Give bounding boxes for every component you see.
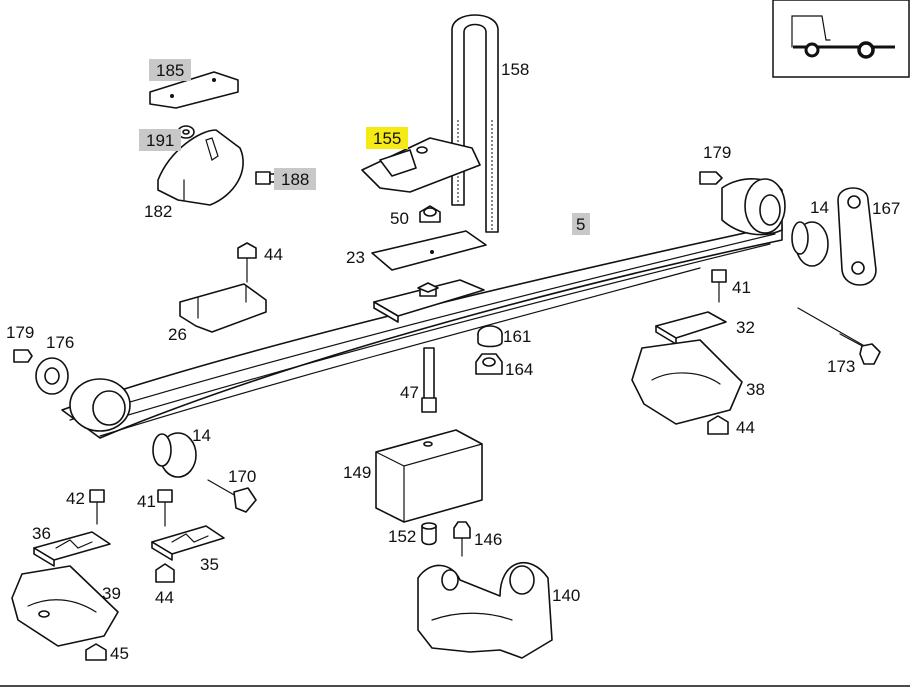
tag-185-bg — [149, 59, 191, 81]
label-38[interactable]: 38 — [746, 380, 765, 399]
label-173[interactable]: 173 — [827, 357, 855, 376]
bolt-41-right[interactable] — [711, 269, 727, 303]
label-26[interactable]: 26 — [168, 325, 187, 344]
label-44-right[interactable]: 44 — [736, 418, 755, 437]
tag-191-bg — [139, 129, 181, 151]
spring-pad-23[interactable] — [371, 230, 487, 323]
label-140[interactable]: 140 — [552, 586, 580, 605]
bracket-39[interactable] — [11, 565, 119, 647]
u-bolt-158[interactable] — [451, 14, 499, 233]
bushing-176[interactable] — [35, 357, 69, 395]
bracket-26[interactable] — [179, 283, 267, 333]
label-185[interactable]: 185 — [156, 61, 184, 80]
bracket-182[interactable] — [157, 129, 244, 206]
label-179-left[interactable]: 179 — [6, 323, 34, 342]
label-179-right[interactable]: 179 — [703, 143, 731, 162]
label-14-left[interactable]: 14 — [192, 426, 211, 445]
bolt-47[interactable] — [421, 347, 437, 413]
label-152[interactable]: 152 — [388, 527, 416, 546]
bolt-173[interactable] — [797, 307, 881, 365]
pad-32[interactable] — [655, 311, 727, 345]
bolt-179-right[interactable] — [699, 171, 723, 185]
label-42[interactable]: 42 — [66, 489, 85, 508]
nut-161[interactable] — [477, 325, 503, 348]
bump-stop-149[interactable] — [375, 429, 483, 523]
label-44-upper[interactable]: 44 — [264, 245, 283, 264]
bushing-14-right[interactable] — [791, 221, 829, 267]
label-149[interactable]: 149 — [343, 463, 371, 482]
label-170[interactable]: 170 — [228, 467, 256, 486]
bolt-170[interactable] — [207, 479, 257, 513]
bolt-42[interactable] — [89, 489, 105, 525]
center-bolt[interactable] — [417, 282, 439, 297]
bolt-146[interactable] — [453, 521, 471, 557]
nut-45[interactable] — [85, 643, 107, 661]
label-45[interactable]: 45 — [110, 644, 129, 663]
label-14-right[interactable]: 14 — [810, 198, 829, 217]
label-191[interactable]: 191 — [146, 131, 174, 150]
label-50[interactable]: 50 — [390, 209, 409, 228]
washer-191[interactable] — [177, 125, 195, 139]
label-44-left[interactable]: 44 — [155, 588, 174, 607]
truck-chassis-icon — [772, 0, 910, 78]
label-35[interactable]: 35 — [200, 555, 219, 574]
label-39[interactable]: 39 — [102, 584, 121, 603]
label-182[interactable]: 182 — [144, 202, 172, 221]
label-32[interactable]: 32 — [736, 318, 755, 337]
label-41-left[interactable]: 41 — [137, 492, 156, 511]
label-47[interactable]: 47 — [400, 383, 419, 402]
bolt-179-left[interactable] — [13, 349, 33, 363]
nut-164[interactable] — [475, 353, 503, 375]
label-158[interactable]: 158 — [501, 60, 529, 79]
label-36[interactable]: 36 — [32, 524, 51, 543]
label-164[interactable]: 164 — [505, 360, 533, 379]
leaf-spring-5[interactable] — [61, 178, 786, 439]
label-5[interactable]: 5 — [576, 215, 585, 234]
nut-50[interactable] — [419, 205, 441, 223]
bushing-14-left[interactable] — [152, 432, 197, 478]
pad-36[interactable] — [33, 531, 111, 567]
nut-44-right[interactable] — [707, 415, 729, 435]
spring-hanger-140[interactable] — [417, 561, 553, 659]
tag-155-highlight — [366, 127, 408, 149]
tag-188-bg — [274, 168, 316, 190]
pad-35[interactable] — [151, 525, 225, 561]
bracket-38[interactable] — [631, 339, 743, 425]
bushing-152[interactable] — [421, 522, 437, 546]
shackle-plate-167[interactable] — [837, 187, 877, 286]
nut-44-left[interactable] — [155, 563, 175, 583]
tag-5-bg — [572, 213, 590, 235]
label-188[interactable]: 188 — [281, 170, 309, 189]
nut-44-upper[interactable] — [237, 242, 257, 283]
label-41-right[interactable]: 41 — [732, 278, 751, 297]
label-161[interactable]: 161 — [503, 327, 531, 346]
spring-saddle-155[interactable] — [361, 137, 481, 193]
bolt-41-left[interactable] — [157, 489, 173, 527]
bracket-185[interactable] — [149, 71, 239, 109]
label-167[interactable]: 167 — [872, 199, 900, 218]
label-176[interactable]: 176 — [46, 333, 74, 352]
label-146[interactable]: 146 — [474, 530, 502, 549]
label-155[interactable]: 155 — [373, 129, 401, 148]
label-23[interactable]: 23 — [346, 248, 365, 267]
